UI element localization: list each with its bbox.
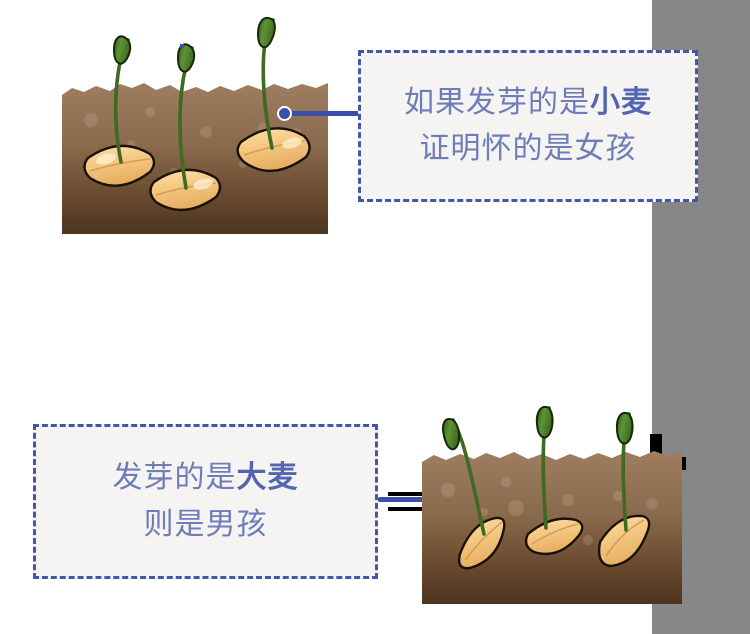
barley-soil-illustration <box>420 404 688 610</box>
wheat-sprout <box>112 35 132 164</box>
wheat-callout-line-1-pre: 如果发芽的是 <box>404 84 590 120</box>
barley-connector-black-bar-bottom <box>388 507 440 511</box>
barley-callout-line-1-strong: 大麦 <box>236 460 299 495</box>
stray-speck <box>180 44 184 48</box>
barley-callout-line-1: 发芽的是大麦 <box>113 455 299 502</box>
wheat-callout-line-1: 如果发芽的是小麦 <box>404 80 652 127</box>
soil-speckles <box>441 477 658 545</box>
soil-body <box>62 83 328 234</box>
barley-callout-line-2-pre: 则是男孩 <box>143 506 268 542</box>
wheat-sprout <box>256 16 276 150</box>
barley-sprout <box>535 406 554 530</box>
wheat-callout-line-1-strong: 小麦 <box>590 84 652 120</box>
barley-seed <box>597 514 651 568</box>
barley-connector-line <box>378 497 460 502</box>
wheat-callout-line-2: 证明怀的是女孩 <box>420 126 637 173</box>
wheat-seed <box>236 127 311 173</box>
barley-sprout <box>615 412 634 532</box>
wheat-connector-dot <box>277 106 292 121</box>
wheat-connector-line <box>288 111 360 116</box>
barley-connector-black-bar-top <box>388 492 440 496</box>
wheat-seed <box>83 144 156 187</box>
wheat-sprout <box>176 43 196 190</box>
barley-sprout <box>442 418 486 536</box>
barley-callout[interactable]: 发芽的是大麦 则是男孩 <box>33 424 378 579</box>
wheat-callout-line-2-pre: 证明怀的是女孩 <box>419 131 637 166</box>
wheat-soil-illustration <box>58 12 333 240</box>
barley-seed <box>524 517 584 556</box>
wheat-callout[interactable]: 如果发芽的是小麦 证明怀的是女孩 <box>358 50 698 202</box>
barley-callout-line-2: 则是男孩 <box>144 502 268 549</box>
barley-callout-line-1-pre: 发芽的是 <box>112 460 237 495</box>
